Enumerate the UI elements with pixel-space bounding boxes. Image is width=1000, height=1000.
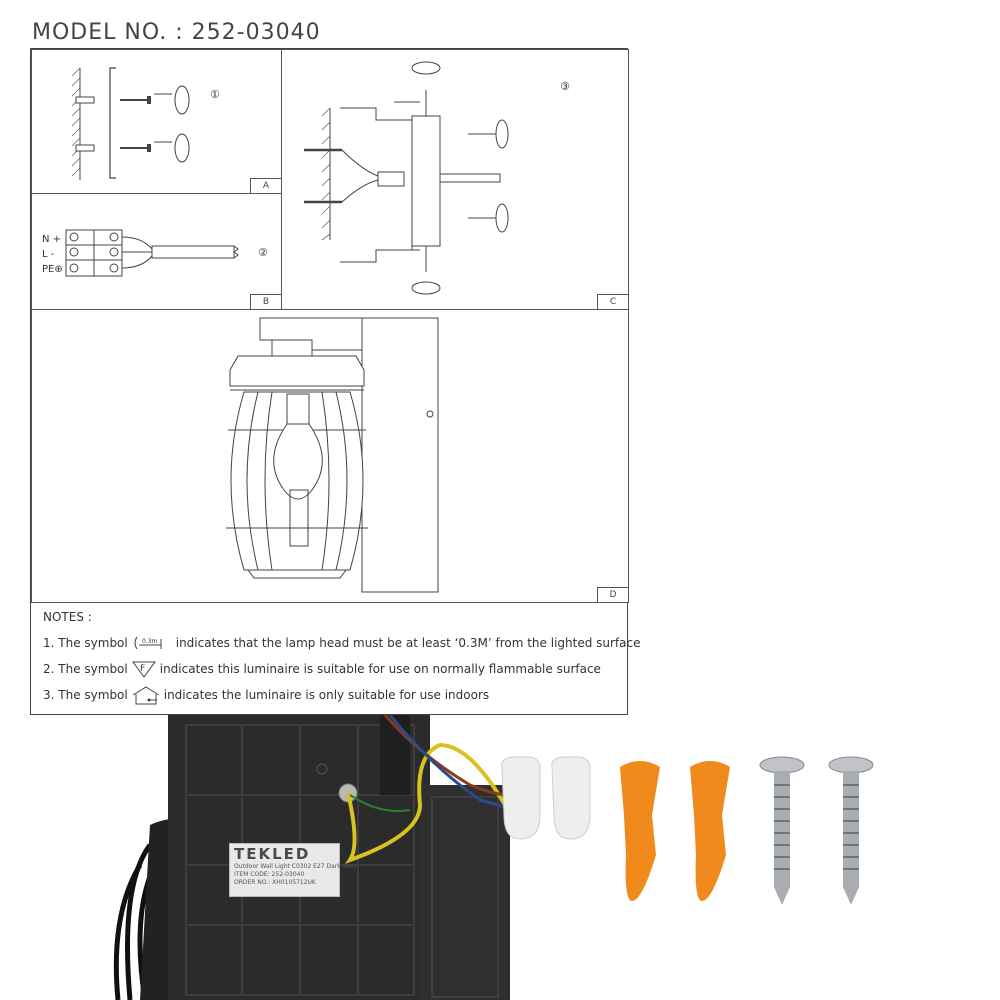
notes-title: NOTES : bbox=[43, 610, 92, 624]
product-label-order-no: ORDER NO.: XH0105712UK bbox=[234, 879, 316, 886]
panel-letter-c: C bbox=[597, 294, 628, 309]
panel-b: N + L - PE⊕ ② B bbox=[31, 193, 282, 310]
panel-c: ③ C bbox=[281, 49, 629, 310]
wire-connectors bbox=[501, 756, 591, 840]
note-3-prefix: 3. The symbol bbox=[43, 688, 128, 702]
terminal-block-wiring-diagram bbox=[65, 229, 239, 277]
note-3: 3. The symbol indicates the luminaire is… bbox=[43, 685, 489, 705]
note-3-text: indicates the luminaire is only suitable… bbox=[163, 688, 490, 702]
step-number-3: ③ bbox=[560, 80, 570, 93]
step-number-2: ② bbox=[258, 246, 268, 259]
installation-sheet: ① A N + L - PE⊕ ② B bbox=[30, 48, 641, 715]
indoor-use-house-icon bbox=[132, 686, 159, 705]
flammable-surface-icon: F bbox=[131, 661, 156, 678]
panel-letter-a: A bbox=[250, 178, 281, 193]
distance-symbol-label: 0.3m bbox=[142, 638, 158, 645]
screws bbox=[759, 756, 874, 905]
note-2-prefix: 2. The symbol bbox=[43, 662, 128, 676]
product-photo bbox=[113, 715, 874, 1000]
note-1-prefix: 1. The symbol bbox=[43, 636, 128, 650]
product-label-description: Outdoor Wall Light C0302 E27 Dark Grey bbox=[234, 863, 357, 870]
product-label: TEKLED Outdoor Wall Light C0302 E27 Dark… bbox=[229, 843, 357, 897]
panel-letter-d: D bbox=[597, 587, 628, 602]
panel-a: ① A bbox=[31, 49, 282, 194]
step-number-1: ① bbox=[210, 88, 220, 101]
panel-d: D bbox=[31, 309, 629, 603]
wire-label-earth: PE⊕ bbox=[42, 264, 63, 275]
note-1-text: indicates that the lamp head must be at … bbox=[175, 636, 641, 650]
product-label-item-code: ITEM CODE: 252-03040 bbox=[234, 871, 305, 878]
wall-plugs bbox=[620, 761, 730, 901]
flammable-symbol-label: F bbox=[140, 664, 145, 674]
notes-section: NOTES : 1. The symbol 0.3m indicates tha… bbox=[31, 602, 641, 714]
panel-letter-b: B bbox=[250, 294, 281, 309]
brand-logo: TEKLED bbox=[234, 845, 311, 863]
wire-label-live: L - bbox=[42, 249, 55, 260]
distance-0.3m-icon: 0.3m bbox=[134, 636, 162, 650]
wire-label-neutral: N + bbox=[42, 234, 62, 245]
wall-mount-assembly-diagram bbox=[304, 61, 509, 295]
note-2-text: indicates this luminaire is suitable for… bbox=[159, 662, 601, 676]
wire-labels: N + L - PE⊕ bbox=[42, 232, 63, 277]
model-number-title: MODEL NO. : 252-03040 bbox=[32, 20, 321, 45]
wall-plug-insertion-diagram bbox=[71, 67, 190, 180]
wall-light-line-drawing bbox=[226, 317, 439, 593]
note-1: 1. The symbol 0.3m indicates that the la… bbox=[43, 635, 641, 651]
note-2: 2. The symbol F indicates this luminaire… bbox=[43, 660, 601, 678]
